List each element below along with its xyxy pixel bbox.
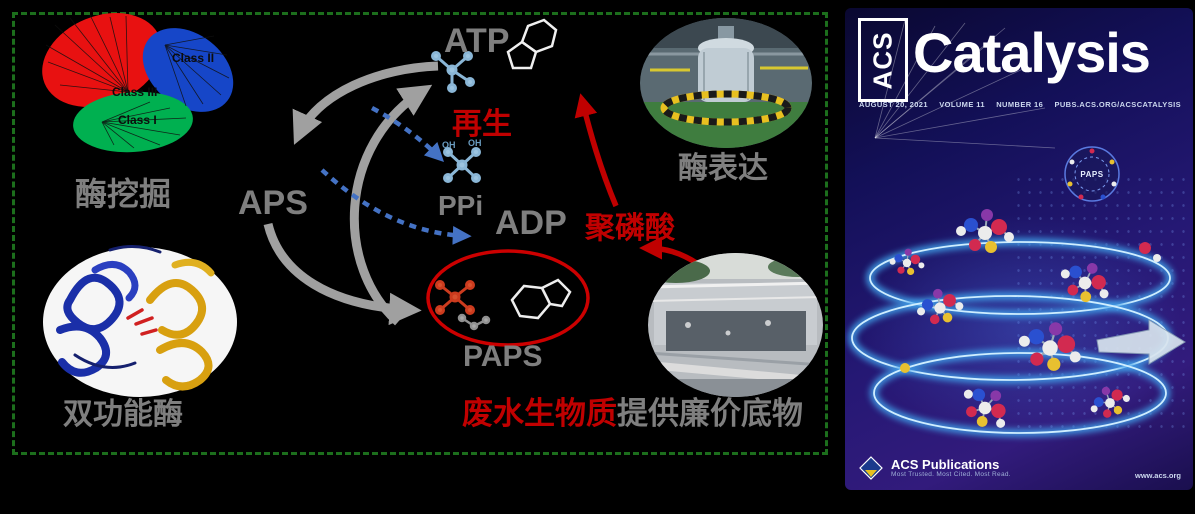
adp-label: ADP bbox=[495, 204, 567, 242]
publisher-text-block: ACS Publications Most Trusted. Most Cite… bbox=[891, 458, 1011, 479]
polyphosphate-label: 聚磷酸 bbox=[585, 212, 675, 245]
ppi-oh-label-1: OH bbox=[442, 140, 456, 150]
bifunctional-enzyme-caption: 双功能酶 bbox=[63, 398, 183, 431]
publisher-tagline: Most Trusted. Most Cited. Most Read. bbox=[891, 471, 1011, 479]
paps-rings-icon bbox=[510, 278, 572, 320]
phylogenetic-tree-graphic bbox=[42, 13, 234, 153]
bioreactor-photo bbox=[640, 18, 812, 148]
acs-logo-text: ACS bbox=[867, 31, 898, 89]
paps-emblem-label-wrap: PAPS bbox=[1064, 146, 1120, 202]
cheap-substrate-text: 提供廉价底物 bbox=[617, 396, 803, 431]
paps-label: PAPS bbox=[463, 340, 543, 373]
wastewater-photo bbox=[648, 253, 823, 397]
acs-url: www.acs.org bbox=[1135, 471, 1181, 480]
cover-arrow-graphic bbox=[1096, 319, 1186, 365]
journal-cover: PAPS ACS Catalysis AUGUST 20, 2021 VOLUM… bbox=[845, 8, 1193, 490]
ppi-molecule-icon bbox=[443, 147, 481, 183]
cover-footer: ACS Publications Most Trusted. Most Cite… bbox=[859, 456, 1181, 480]
scheme-dashed-border bbox=[12, 12, 828, 455]
acs-logo-box: ACS bbox=[858, 18, 908, 102]
journal-title: Catalysis bbox=[913, 21, 1151, 84]
wastewater-biomass-text: 废水生物质 bbox=[462, 396, 617, 431]
issue-site: PUBS.ACS.ORG/ACSCATALYSIS bbox=[1054, 100, 1181, 109]
ppi-oh-label-2: OH bbox=[468, 138, 482, 148]
molecule-clusters bbox=[888, 208, 1161, 439]
aps-label: APS bbox=[238, 184, 308, 222]
paps-highlight-ellipse bbox=[426, 249, 590, 347]
scheme-graphics bbox=[42, 13, 700, 397]
acs-publications-logo-icon bbox=[859, 456, 883, 480]
light-streaks bbox=[874, 19, 1056, 149]
regeneration-label: 再生 bbox=[452, 108, 512, 141]
paps-emblem-label: PAPS bbox=[1080, 170, 1104, 179]
enzyme-mining-caption: 酶挖掘 bbox=[75, 176, 172, 212]
atp-label: ATP bbox=[444, 22, 510, 60]
wastewater-photo-graphic bbox=[648, 253, 823, 397]
issue-info-row: AUGUST 20, 2021 VOLUME 11 NUMBER 16 PUBS… bbox=[859, 100, 1181, 109]
bioreactor-photo-graphic bbox=[640, 18, 812, 148]
byproduct-arrows bbox=[320, 106, 472, 245]
paps-emblem bbox=[1064, 146, 1120, 202]
issue-volume: VOLUME 11 bbox=[939, 100, 985, 109]
tree-class-ii-label: Class II bbox=[172, 51, 215, 65]
ppi-label: PPi bbox=[438, 190, 484, 221]
enzyme-expression-caption: 酶表达 bbox=[678, 152, 768, 185]
adenine-rings-icon bbox=[506, 18, 558, 70]
issue-date: AUGUST 20, 2021 bbox=[859, 100, 928, 109]
tree-class-iii-label: Class III bbox=[112, 85, 158, 99]
publisher-name: ACS Publications bbox=[891, 456, 1000, 472]
atp-molecule-icon bbox=[431, 51, 475, 93]
substrate-caption: 废水生物质提供廉价底物 bbox=[462, 398, 803, 429]
cycle-arrows bbox=[263, 61, 439, 326]
paps-fragment-icon bbox=[457, 313, 491, 331]
cover-art bbox=[848, 19, 1186, 439]
paps-molecule-icon bbox=[435, 280, 475, 315]
issue-number: NUMBER 16 bbox=[996, 100, 1044, 109]
protein-structure-graphic bbox=[43, 245, 237, 397]
tree-class-i-label: Class I bbox=[118, 113, 157, 127]
